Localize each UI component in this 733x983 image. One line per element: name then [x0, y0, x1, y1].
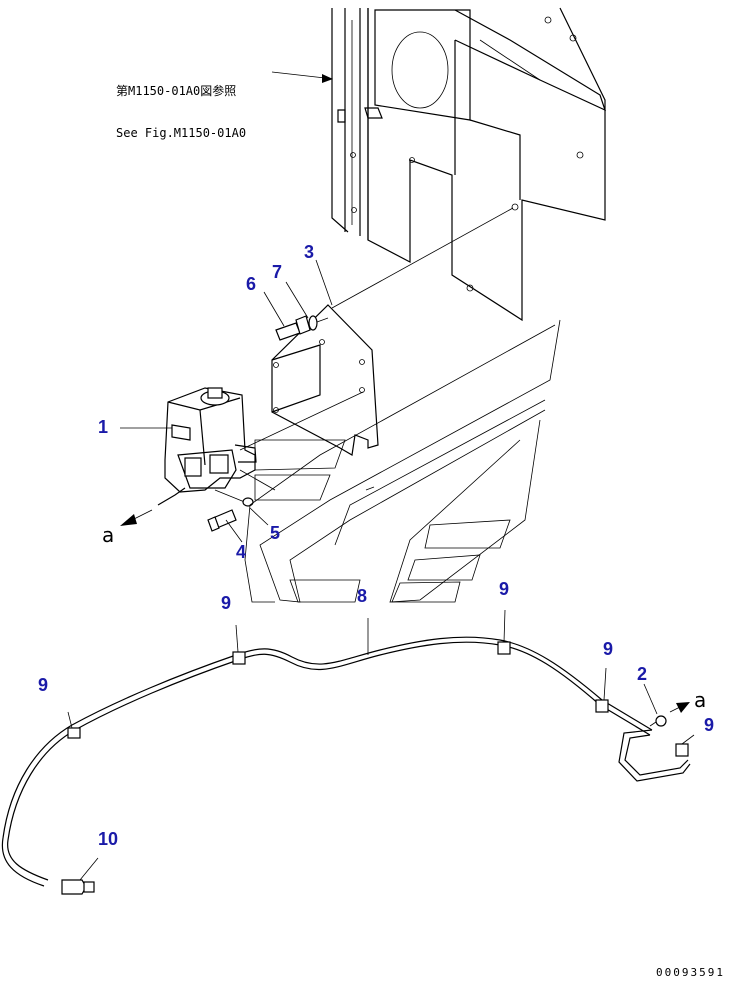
connection-arrow-tank — [120, 509, 153, 526]
connection-label-tank: a — [102, 523, 114, 547]
callout-4: 4 — [236, 542, 246, 562]
callout-9-mid-right: 9 — [499, 579, 509, 599]
connection-label-hose: a — [694, 688, 706, 712]
callout-6: 6 — [246, 274, 256, 294]
callout-7: 7 — [272, 262, 282, 282]
washer-part-7 — [308, 315, 329, 331]
callout-10: 10 — [98, 829, 118, 849]
callout-2: 2 — [637, 664, 647, 684]
callout-8: 8 — [357, 586, 367, 606]
callout-9-end: 9 — [704, 715, 714, 735]
connection-arrow-hose — [669, 702, 690, 713]
washer-tank-part-1 — [157, 387, 364, 506]
decal-background — [244, 319, 561, 603]
clamp-part-9 — [67, 609, 695, 757]
callout-9-left: 9 — [38, 675, 48, 695]
reference-note-jp: 第M1150-01A0図参照 — [116, 84, 237, 98]
callout-1: 1 — [98, 417, 108, 437]
callout-9-mid-left: 9 — [221, 593, 231, 613]
callout-9-right: 9 — [603, 639, 613, 659]
callout-3: 3 — [304, 242, 314, 262]
cab-frame — [331, 7, 607, 322]
washer-part-5 — [242, 497, 254, 507]
reference-note-en: See Fig.M1150-01A0 — [116, 126, 247, 140]
leader-lines — [120, 259, 658, 715]
washer-part-2 — [649, 715, 667, 727]
bolt-part-4 — [207, 509, 237, 532]
callout-labels: 1 2 3 4 5 6 7 8 9 9 9 9 9 10 a a — [38, 242, 714, 849]
callout-5: 5 — [270, 523, 280, 543]
reference-note: 第M1150-01A0図参照 See Fig.M1150-01A0 — [116, 56, 246, 154]
bolt-part-6 — [275, 315, 311, 341]
reference-leader — [271, 71, 333, 83]
nozzle-part-10 — [61, 857, 99, 895]
drawing-number: 00093591 — [656, 966, 725, 979]
